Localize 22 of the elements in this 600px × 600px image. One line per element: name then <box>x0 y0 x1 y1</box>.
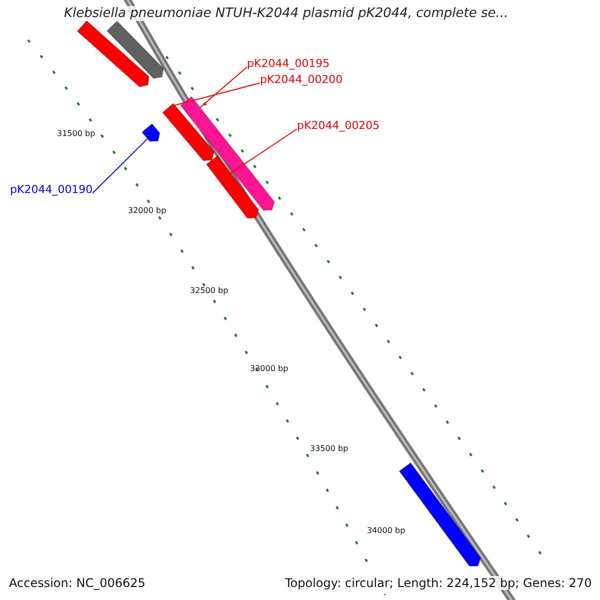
gene-label: pK2044_00195 <box>247 57 330 70</box>
topology-text: Topology: circular; Length: 224,152 bp; Genes: 270 <box>285 576 592 590</box>
scale-label: 33000 bp <box>250 364 288 373</box>
gene-bar <box>180 96 275 211</box>
gene-label: pK2044_00200 <box>260 73 343 86</box>
leader-line <box>200 66 248 108</box>
leader-line <box>92 138 148 194</box>
gene-bar <box>106 20 164 79</box>
scale-label: 34000 bp <box>367 526 406 535</box>
gene-bar <box>206 155 260 219</box>
gene-label: pK2044_00205 <box>297 119 380 132</box>
leader-line <box>169 82 260 108</box>
gene-label: pK2044_00190 <box>10 183 93 196</box>
scale-label: 31500 bp <box>57 129 96 138</box>
gene-bar <box>141 123 160 142</box>
scale-label: 32000 bp <box>128 206 166 215</box>
gene-bar <box>162 102 215 162</box>
leader-line <box>230 128 298 174</box>
scale-label: 32500 bp <box>190 286 228 295</box>
scale-label: 33500 bp <box>310 444 348 453</box>
gene-bar <box>76 20 150 88</box>
accession-text: Accession: NC_006625 <box>9 576 146 590</box>
